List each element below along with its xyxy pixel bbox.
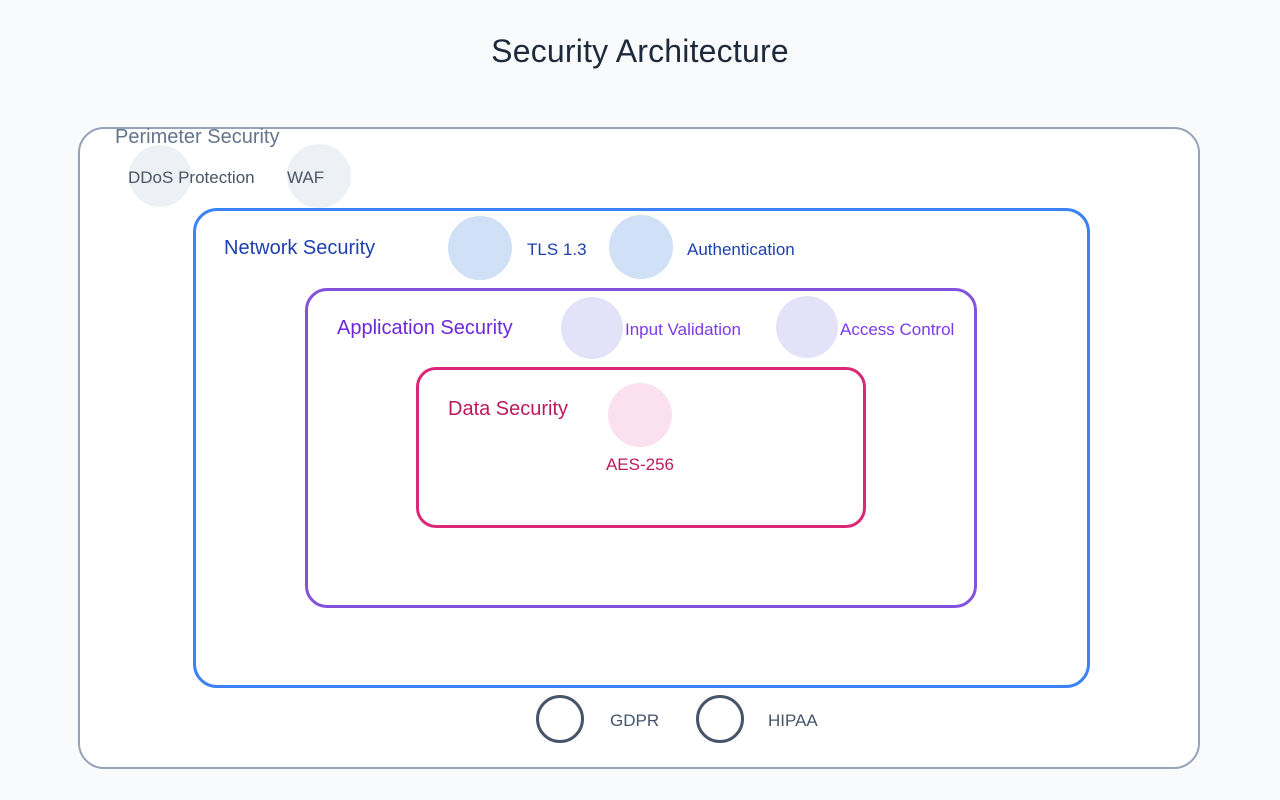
- diagram-title: Security Architecture: [491, 33, 789, 69]
- tls-circle-icon: [448, 216, 512, 280]
- item-label-authentication: Authentication: [687, 240, 795, 259]
- item-label-tls: TLS 1.3: [527, 240, 587, 259]
- compliance-label-hipaa: HIPAA: [768, 711, 818, 730]
- waf-circle-icon: [287, 144, 351, 208]
- layer-perimeter-security: Perimeter Security DDoS Protection WAF N…: [78, 126, 1200, 769]
- input-validation-circle-icon: [561, 297, 623, 359]
- gdpr-ring-icon: [536, 695, 584, 743]
- item-label-input-validation: Input Validation: [625, 320, 741, 339]
- item-label-ddos-protection: DDoS Protection: [128, 168, 255, 187]
- layer-label-perimeter-security: Perimeter Security: [115, 126, 280, 148]
- ddos-protection-circle-icon: [129, 145, 191, 207]
- hipaa-ring-icon: [696, 695, 744, 743]
- layer-network-security: Network Security TLS 1.3 Authentication …: [193, 208, 1090, 688]
- item-label-access-control: Access Control: [840, 320, 955, 339]
- layer-data-security: Data Security AES-256: [416, 367, 866, 528]
- item-label-waf: WAF: [287, 168, 325, 187]
- layer-application-security: Application Security Input Validation Ac…: [305, 288, 977, 608]
- layer-label-network-security: Network Security: [224, 237, 376, 259]
- layer-label-data-security: Data Security: [448, 398, 569, 420]
- compliance-label-gdpr: GDPR: [610, 711, 660, 730]
- authentication-circle-icon: [609, 215, 673, 279]
- layer-label-application-security: Application Security: [337, 317, 513, 339]
- aes-circle-icon: [608, 383, 672, 447]
- access-control-circle-icon: [776, 296, 838, 358]
- item-label-aes-256: AES-256: [605, 455, 675, 474]
